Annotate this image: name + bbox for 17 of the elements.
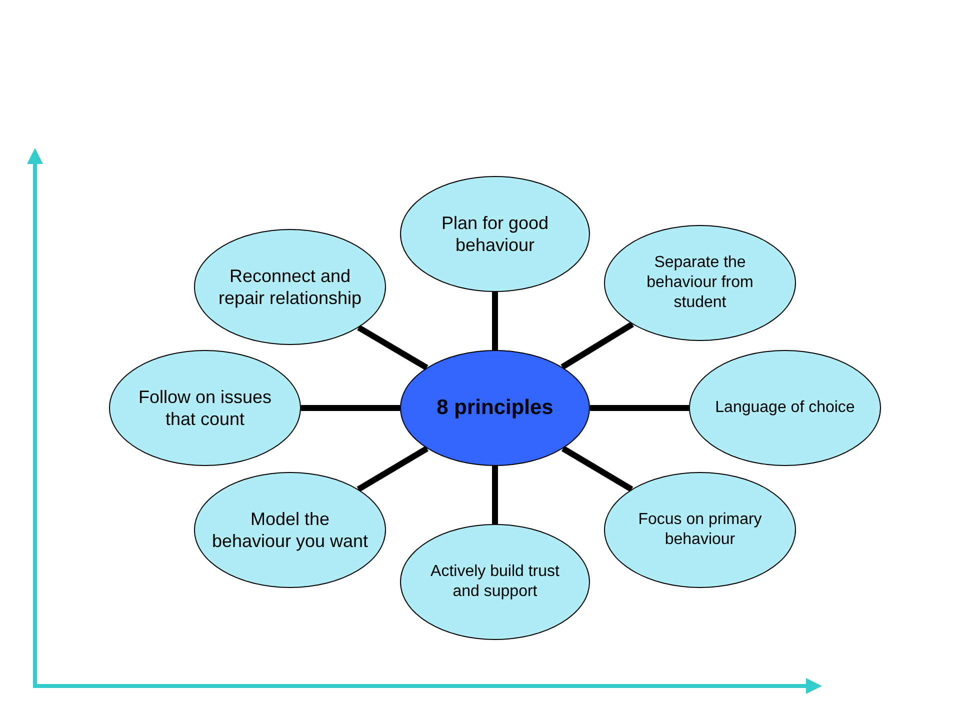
connector-line bbox=[560, 322, 634, 370]
connector-line bbox=[590, 405, 689, 411]
principle-text: Separate the behaviour from student bbox=[646, 253, 754, 313]
principle-text: Model the behaviour you want bbox=[211, 508, 369, 552]
connector-line bbox=[301, 405, 400, 411]
connector-line bbox=[562, 446, 634, 492]
connector-line bbox=[357, 324, 428, 370]
principle-text: Follow on issues that count bbox=[137, 386, 273, 430]
principle-text: Actively build trust and support bbox=[430, 562, 560, 602]
principle-text: Reconnect and repair relationship bbox=[217, 264, 363, 310]
connector-line bbox=[356, 446, 428, 492]
connector-line bbox=[492, 466, 498, 524]
central-title: 8 principles bbox=[436, 394, 554, 421]
principle-text: Language of choice bbox=[715, 398, 855, 418]
principle-text: Focus on primary behaviour bbox=[637, 510, 763, 550]
connector-line bbox=[492, 292, 498, 350]
principle-text: Plan for good behaviour bbox=[440, 212, 550, 256]
